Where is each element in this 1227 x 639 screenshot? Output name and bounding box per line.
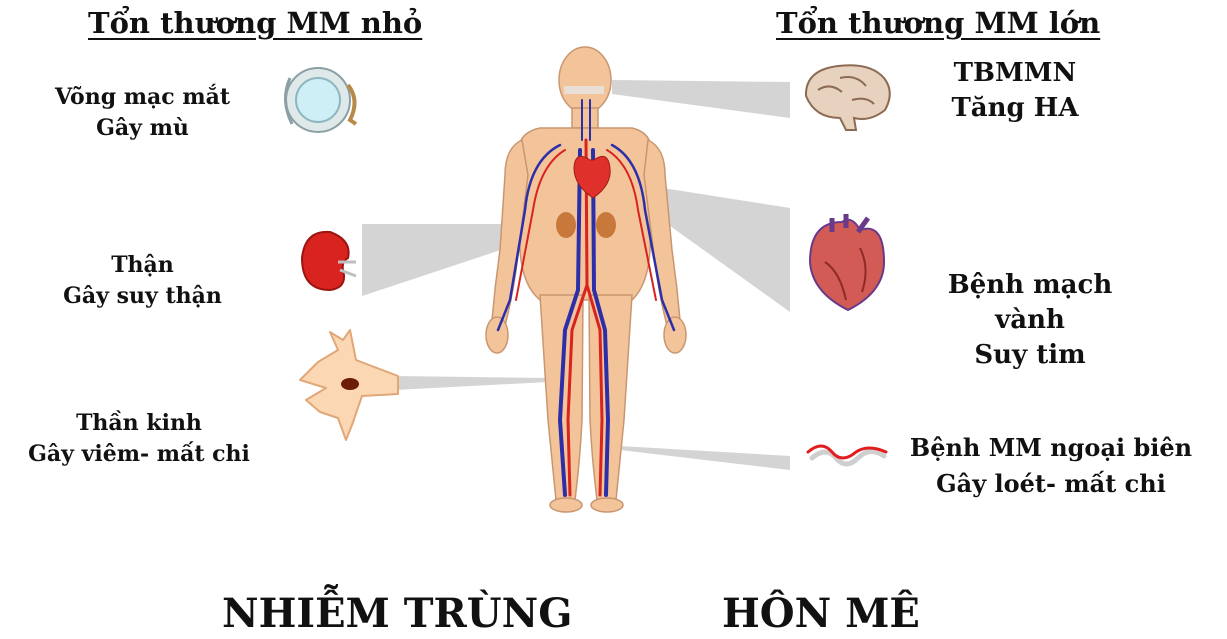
eye-icon <box>285 68 356 132</box>
label-retina: Võng mạc mắt Gây mù <box>40 82 245 144</box>
label-kidney-line1: Thận <box>40 250 245 281</box>
label-retina-line2: Gây mù <box>40 113 245 144</box>
human-body-icon <box>486 47 686 512</box>
label-nerve: Thần kinh Gây viêm- mất chi <box>4 408 274 470</box>
blood-vessel-icon <box>808 446 886 464</box>
connector-brain <box>612 80 790 118</box>
connector-peripheral <box>620 446 790 470</box>
heading-small-vessel: Tổn thương MM nhỏ <box>88 6 422 40</box>
brain-icon <box>806 65 890 130</box>
label-coma: HÔN MÊ <box>722 590 920 637</box>
label-brain: TBMMN Tăng HA <box>930 56 1100 126</box>
label-peripheral: Bệnh MM ngoại biên Gây loét- mất chi <box>886 430 1216 502</box>
label-peripheral-line1: Bệnh MM ngoại biên <box>886 430 1216 466</box>
label-kidney-line2: Gây suy thận <box>40 281 245 312</box>
connector-nerve <box>395 376 548 390</box>
label-kidney: Thận Gây suy thận <box>40 250 245 312</box>
nerve-cell-icon <box>300 330 398 440</box>
heading-large-vessel: Tổn thương MM lớn <box>776 6 1100 40</box>
label-heart-line2: vành <box>930 303 1130 338</box>
label-peripheral-line2: Gây loét- mất chi <box>886 466 1216 502</box>
label-infection: NHIỄM TRÙNG <box>222 590 572 637</box>
label-heart-line3: Suy tim <box>930 338 1130 373</box>
label-nerve-line2: Gây viêm- mất chi <box>4 439 274 470</box>
label-brain-line2: Tăng HA <box>930 91 1100 126</box>
label-heart: Bệnh mạch vành Suy tim <box>930 268 1130 373</box>
label-brain-line1: TBMMN <box>930 56 1100 91</box>
label-retina-line1: Võng mạc mắt <box>40 82 245 113</box>
label-nerve-line1: Thần kinh <box>4 408 274 439</box>
heart-icon <box>810 214 884 310</box>
kidney-icon <box>302 232 356 290</box>
label-heart-line1: Bệnh mạch <box>930 268 1130 303</box>
